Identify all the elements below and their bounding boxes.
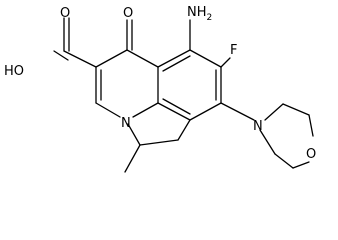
bond-benz-2 [189,49,222,68]
label-amine-nh: NH [187,5,207,20]
bond-n-fusion [132,102,159,118]
bond-benz-4 [189,102,222,121]
bond-benz-1-double [162,55,191,72]
bond-c-c-ring2 [95,49,128,68]
bond-ketone-c [126,49,159,68]
bond-benz-1 [157,49,191,68]
bond-morph-1 [264,103,284,121]
bond-benz-5 [157,102,191,121]
label-carboxyl-oxygen: O [60,6,70,21]
bond-morph-5 [274,153,294,169]
bond-benz-5-double [162,98,191,115]
label-ketone-oxygen: O [123,6,133,21]
bond-morpholine-n [220,102,255,121]
bond-carboxyl-c-oh [53,50,69,61]
label-amine-subscript: 2 [207,13,213,23]
carboxylic-acid-group [53,17,97,68]
bond-ch-ch2 [139,139,179,146]
bond-n-ch [127,123,141,146]
bond-morph-6 [259,129,276,155]
bond-morph-4 [292,161,310,169]
substituent-bonds [189,19,255,121]
bond-ch2-ring [177,119,191,141]
morpholine-ring [259,103,314,169]
label-hydroxyl: HO [4,64,24,79]
label-ring-nitrogen: N [121,116,131,131]
bond-morph-3 [308,114,314,137]
atom-labels: HO O O NH2 F N N O [4,5,316,162]
label-amine: NH2 [187,5,212,23]
chemical-structure-diagram: HO O O NH2 F N N O [4,5,316,173]
bond-morph-2 [282,103,310,116]
pyridone-ring [95,19,159,118]
bond-methyl [124,144,141,173]
pyrrolidine-ring [124,119,191,173]
benzene-ring [157,49,222,121]
label-fluorine: F [230,43,237,58]
label-morpholine-oxygen: O [306,147,316,162]
bond-carboxyl-c-ring [63,50,97,68]
bond-fluorine [220,57,231,68]
bond-c-n [95,102,121,118]
label-morpholine-nitrogen: N [253,119,263,134]
